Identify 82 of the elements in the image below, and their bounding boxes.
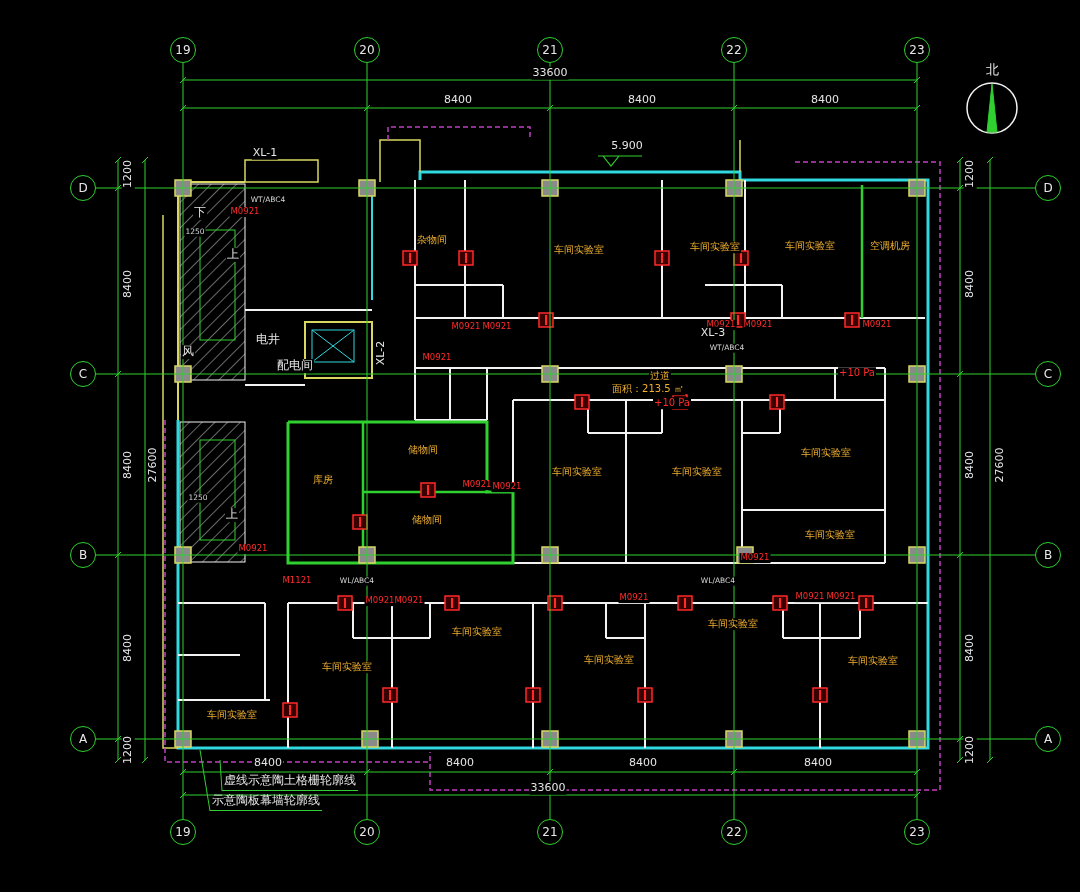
- door-code: M0921: [861, 320, 893, 330]
- axis-bubble: 20: [354, 37, 380, 63]
- axis-bubble: D: [70, 175, 96, 201]
- axis-bubble: 19: [170, 37, 196, 63]
- axis-bubble: C: [70, 361, 96, 387]
- axis-bubble: 21: [537, 819, 563, 845]
- door-code: M0921: [450, 322, 482, 332]
- axis-bubble: 20: [354, 819, 380, 845]
- axis-grid-line: [95, 187, 1036, 189]
- room-name: 风: [181, 345, 195, 359]
- room-name: 空调机房: [869, 240, 911, 252]
- door-code: M0921: [229, 207, 261, 217]
- room-name: 电井: [255, 333, 281, 347]
- room-name: 车间实验室: [321, 661, 373, 673]
- axis-grid-line: [182, 62, 184, 820]
- dimension-text: 1200: [963, 159, 977, 189]
- axis-grid-line: [549, 62, 551, 820]
- axis-bubble: 22: [721, 37, 747, 63]
- room-name: 配电间: [276, 359, 314, 373]
- door-code: M0921: [481, 322, 513, 332]
- axis-bubble: D: [1035, 175, 1061, 201]
- room-name: 车间实验室: [784, 240, 836, 252]
- door-code: M0921: [491, 482, 523, 492]
- axis-bubble: 22: [721, 819, 747, 845]
- door-code: M0921: [461, 480, 493, 490]
- note-text: 示意陶板幕墙轮廓线: [210, 792, 322, 811]
- room-name: 车间实验室: [583, 654, 635, 666]
- room-name: 车间实验室: [551, 466, 603, 478]
- room-name: 车间实验室: [553, 244, 605, 256]
- door-code: M0921: [364, 596, 396, 606]
- room-name: 储物间: [407, 444, 439, 456]
- stair-direction-text: 下: [193, 206, 207, 220]
- room-name: 杂物间: [416, 234, 448, 246]
- room-name: 面积：213.5 ㎡: [611, 383, 685, 395]
- axis-bubble: C: [1035, 361, 1061, 387]
- axis-bubble: 21: [537, 37, 563, 63]
- axis-bubble: B: [1035, 542, 1061, 568]
- stair-direction-text: 上: [225, 508, 239, 522]
- stair-direction-text: 上: [226, 248, 240, 262]
- axis-bubble: A: [70, 726, 96, 752]
- pressure-text: +10 Pa: [838, 367, 876, 379]
- axis-bubble: 23: [904, 37, 930, 63]
- axis-grid-line: [95, 738, 1036, 740]
- door-code: M0921: [421, 353, 453, 363]
- room-name: 车间实验室: [206, 709, 258, 721]
- door-code: M0921: [237, 544, 269, 554]
- note-text: 虚线示意陶土格栅轮廓线: [222, 772, 358, 791]
- axis-grid-line: [366, 62, 368, 820]
- room-name: 车间实验室: [671, 466, 723, 478]
- room-name: 车间实验室: [689, 241, 741, 253]
- room-name: 车间实验室: [800, 447, 852, 459]
- room-name: 储物间: [411, 514, 443, 526]
- axis-grid-line: [733, 62, 735, 820]
- axis-grid-line: [916, 62, 918, 820]
- door-code: M1121: [281, 576, 313, 586]
- dimension-text: 33600: [531, 66, 569, 80]
- leader-line: [199, 749, 211, 812]
- room-name: 车间实验室: [451, 626, 503, 638]
- room-name: 车间实验室: [707, 618, 759, 630]
- room-name: 车间实验室: [847, 655, 899, 667]
- dimension-text: 33600: [529, 781, 567, 795]
- dimension-text: 1200: [121, 159, 135, 189]
- door-code: M0921: [618, 593, 650, 603]
- room-name: 过道: [649, 370, 671, 382]
- axis-bubble: A: [1035, 726, 1061, 752]
- north-label: 北: [984, 62, 1000, 78]
- dimension-text: 1200: [121, 735, 135, 765]
- door-code: M0921: [825, 592, 857, 602]
- room-name: 库房: [312, 474, 334, 486]
- axis-bubble: 23: [904, 819, 930, 845]
- door-code: M0921: [794, 592, 826, 602]
- door-code: M0921: [739, 553, 771, 563]
- leader-line: [219, 759, 223, 792]
- axis-grid-line: [95, 554, 1036, 556]
- dimension-text: 1200: [963, 735, 977, 765]
- room-name: 车间实验室: [804, 529, 856, 541]
- pressure-text: +10 Pa: [653, 397, 691, 409]
- door-code: M0921: [742, 320, 774, 330]
- axis-grid-line: [95, 373, 1036, 375]
- door-code: M0921: [393, 596, 425, 606]
- axis-bubble: B: [70, 542, 96, 568]
- axis-bubble: 19: [170, 819, 196, 845]
